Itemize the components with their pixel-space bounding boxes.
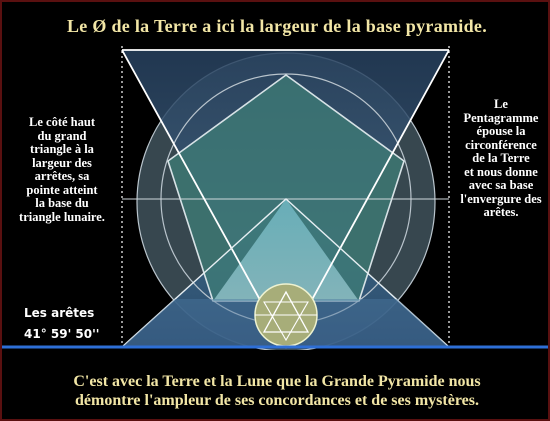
inner-light-triangle xyxy=(213,199,359,301)
bottom-caption-line: démontre l'ampleur de ses concordances e… xyxy=(75,392,479,409)
left-annotation-line: du grand xyxy=(37,128,87,143)
right-annotation-line: Pentagramme xyxy=(463,110,539,125)
bottom-caption: C'est avec la Terre et la Lune que la Gr… xyxy=(2,372,548,410)
left-annotation: Le côté haut du grand triangle à la larg… xyxy=(4,115,120,224)
moon-inverted-triangle xyxy=(263,301,309,342)
bottom-band xyxy=(2,350,548,419)
right-annotation-line: et nous donne xyxy=(464,164,538,179)
right-annotation-line: épouse la xyxy=(476,124,526,138)
right-annotation-line: arêtes. xyxy=(483,205,519,219)
right-annotation-line: avec sa base xyxy=(468,178,534,192)
left-annotation-line: triangle lunaire. xyxy=(19,209,105,224)
left-annotation-line: pointe atteint xyxy=(26,182,98,197)
right-annotation-line: l'envergure des xyxy=(460,191,542,206)
left-annotation-line: Le côté haut xyxy=(29,115,95,129)
aretes-label: Les arêtes xyxy=(24,306,95,320)
left-annotation-line: la base du xyxy=(35,196,89,210)
right-annotation-line: Le xyxy=(494,97,508,111)
right-annotation-line: circonférence xyxy=(465,137,537,152)
bottom-caption-line: C'est avec la Terre et la Lune que la Gr… xyxy=(73,373,481,390)
left-annotation-line: triangle à la xyxy=(30,142,94,156)
moon-triangle xyxy=(262,290,310,333)
diagram-title: Le Ø de la Terre a ici la largeur de la … xyxy=(66,16,487,36)
pyramid-edges xyxy=(121,198,450,348)
right-annotation: Le Pentagramme épouse la circonférence d… xyxy=(452,97,548,220)
aretes-angle-value: 41° 59' 50'' xyxy=(24,327,100,341)
right-annotation-line: de la Terre xyxy=(472,151,530,165)
left-annotation-line: largeur des xyxy=(32,155,92,170)
left-annotation-line: arrêtes, sa xyxy=(34,169,90,183)
